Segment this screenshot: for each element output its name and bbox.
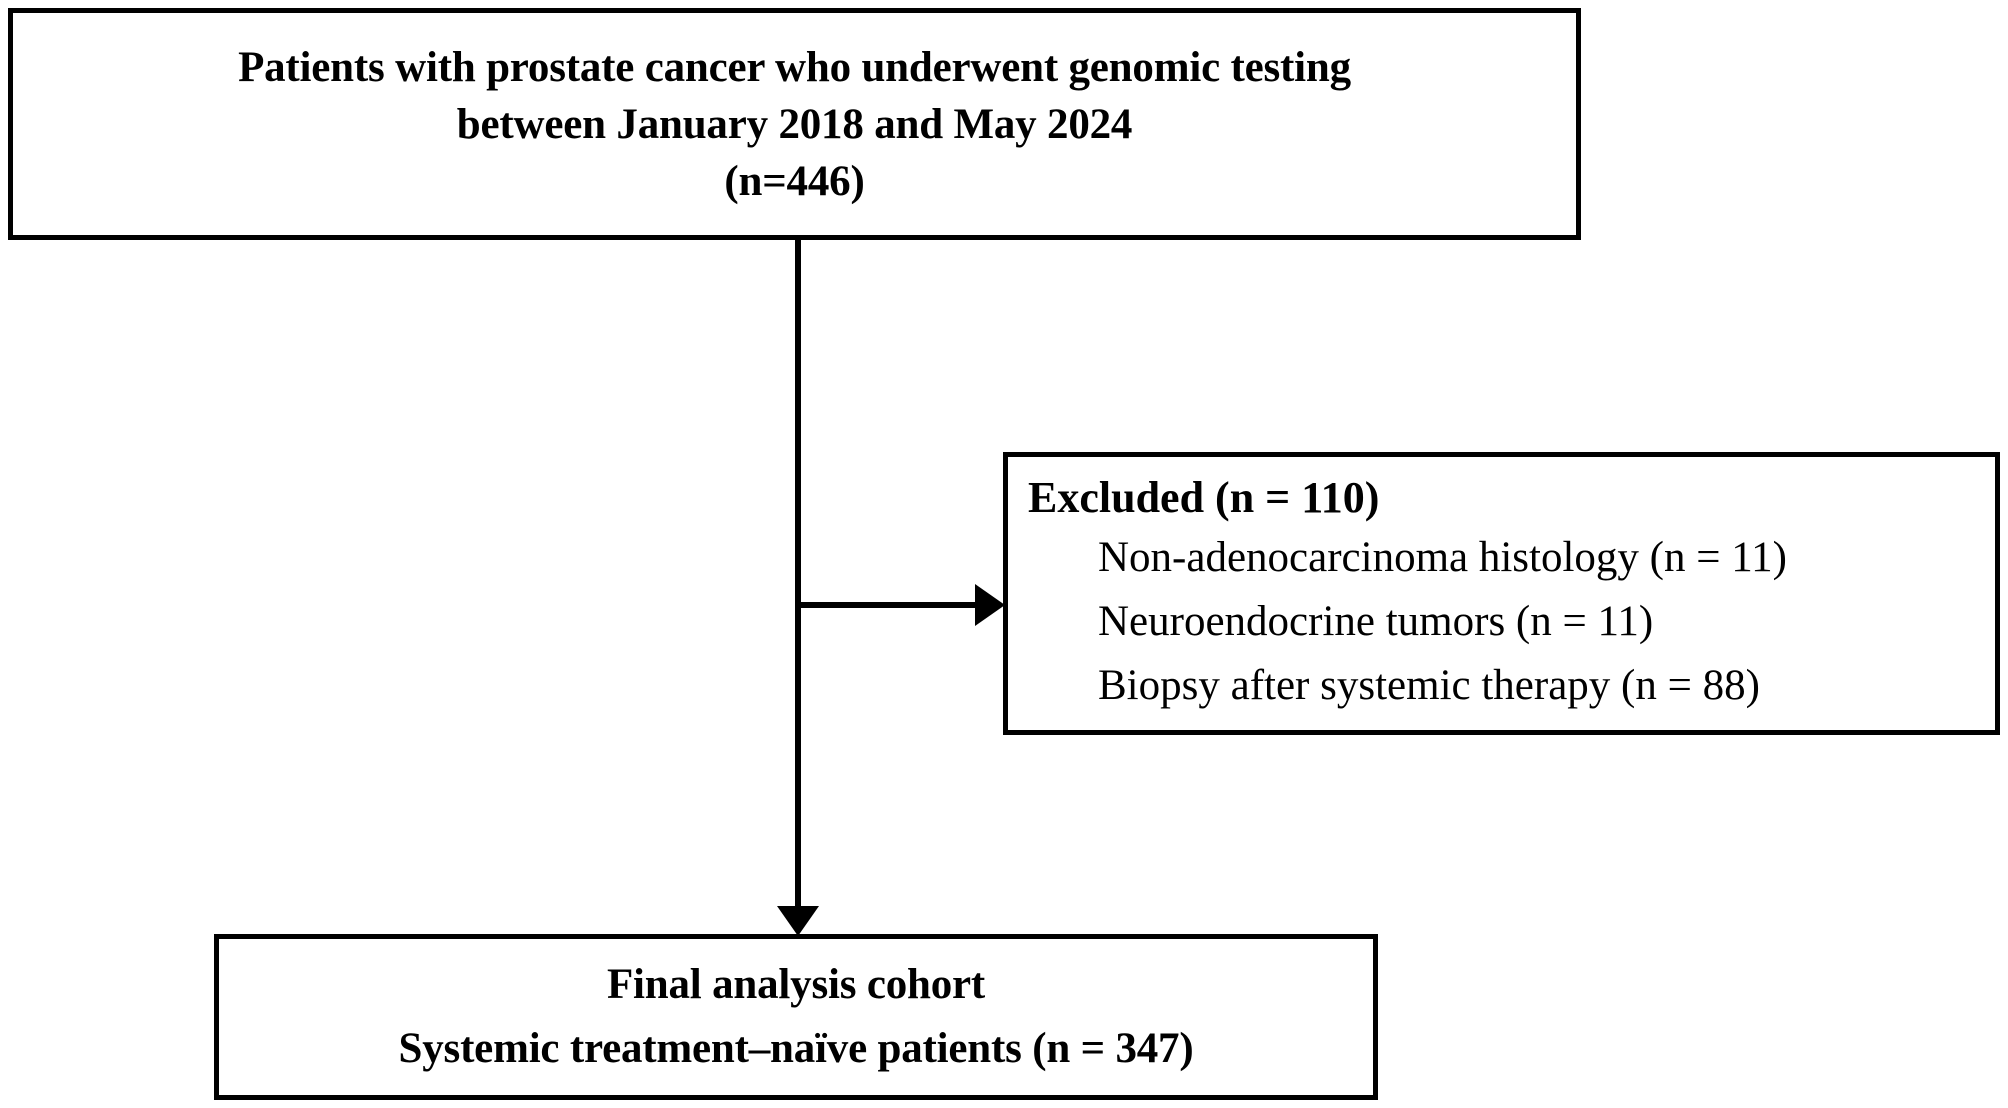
exclusion-branch-line: [795, 602, 981, 608]
excluded-item-biopsy-after-therapy: Biopsy after systemic therapy (n = 88): [1098, 661, 1760, 709]
excluded-heading: Excluded (n = 110): [1028, 472, 1380, 522]
enrollment-line-1: Patients with prostate cancer who underw…: [238, 43, 1351, 91]
final-cohort-arrow-icon: [777, 906, 819, 936]
final-cohort-box: Final analysis cohort Systemic treatment…: [214, 934, 1378, 1100]
main-trunk-line: [795, 240, 801, 912]
excluded-box: Excluded (n = 110) Non-adenocarcinoma hi…: [1003, 452, 2000, 735]
excluded-item-non-adenocarcinoma: Non-adenocarcinoma histology (n = 11): [1098, 533, 1787, 581]
enrollment-count: (n=446): [724, 157, 865, 205]
final-cohort-line-2: Systemic treatment–naïve patients (n = 3…: [398, 1025, 1194, 1072]
enrollment-line-2: between January 2018 and May 2024: [456, 100, 1133, 148]
excluded-item-neuroendocrine: Neuroendocrine tumors (n = 11): [1098, 597, 1654, 645]
enrollment-box: Patients with prostate cancer who underw…: [8, 8, 1581, 240]
exclusion-arrow-icon: [975, 584, 1005, 626]
final-cohort-line-1: Final analysis cohort: [606, 961, 986, 1008]
